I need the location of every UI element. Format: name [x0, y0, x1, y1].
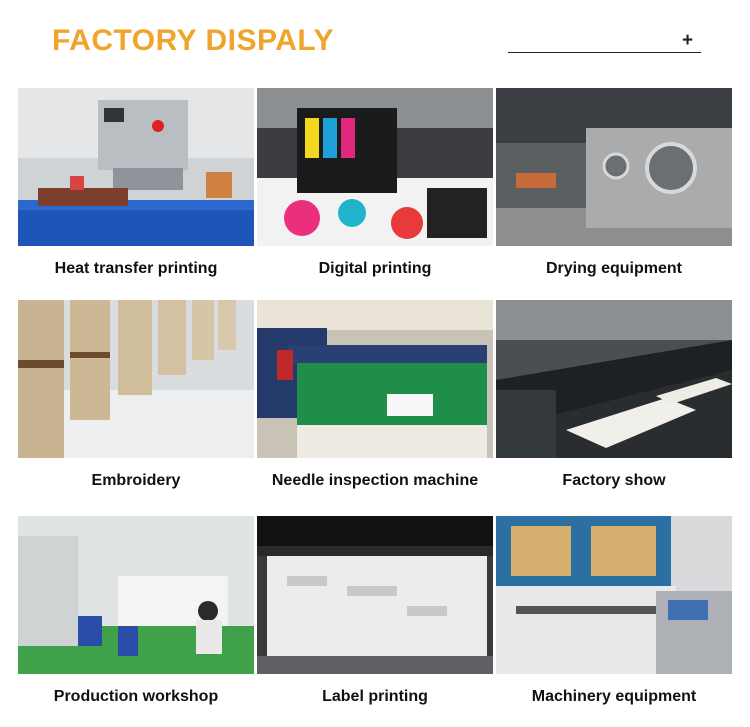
gallery-item-digital-printing[interactable]: Digital printing: [257, 88, 493, 277]
caption-digital-printing: Digital printing: [318, 260, 432, 277]
caption-embroidery: Embroidery: [91, 472, 181, 489]
drying-equipment-photo: [496, 88, 732, 246]
page-title: FACTORY DISPALY: [52, 24, 335, 57]
caption-machinery: Machinery equipment: [531, 688, 697, 705]
gallery-item-machinery[interactable]: Machinery equipment: [496, 516, 732, 705]
gallery-item-label-printing[interactable]: Label printing: [257, 516, 493, 705]
gallery-item-heat-transfer[interactable]: Heat transfer printing: [18, 88, 254, 277]
digital-printer-photo: [257, 88, 493, 246]
caption-label-printing: Label printing: [322, 688, 428, 705]
caption-heat-transfer: Heat transfer printing: [54, 260, 218, 277]
caption-drying: Drying equipment: [545, 260, 682, 277]
factory-show-photo: [496, 300, 732, 458]
caption-factory-show: Factory show: [562, 472, 666, 489]
embroidery-photo: [18, 300, 254, 458]
caption-production-workshop: Production workshop: [53, 688, 219, 705]
gallery-item-factory-show[interactable]: Factory show: [496, 300, 732, 489]
gallery-item-embroidery[interactable]: Embroidery: [18, 300, 254, 489]
gallery-item-drying[interactable]: Drying equipment: [496, 88, 732, 277]
caption-needle-inspection: Needle inspection machine: [271, 472, 479, 489]
label-printing-photo: [257, 516, 493, 674]
title-rule: [508, 52, 701, 53]
gallery-item-needle-inspection[interactable]: Needle inspection machine: [257, 300, 493, 489]
needle-inspection-photo: [257, 300, 493, 458]
heat-press-photo: [18, 88, 254, 246]
machinery-photo: [496, 516, 732, 674]
gallery-item-production-workshop[interactable]: Production workshop: [18, 516, 254, 705]
plus-icon[interactable]: +: [682, 30, 694, 51]
production-workshop-photo: [18, 516, 254, 674]
